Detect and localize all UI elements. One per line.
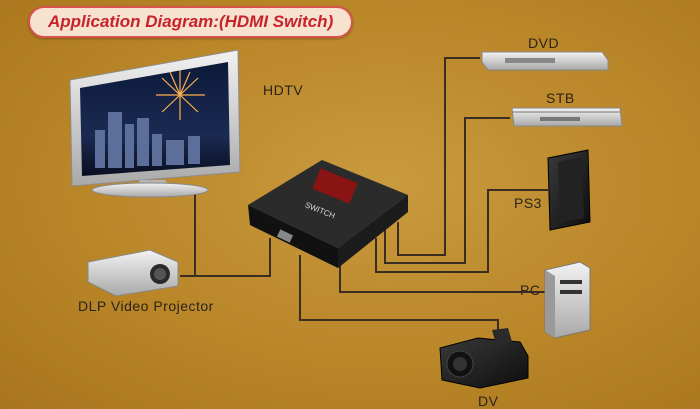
diagram-title: Application Diagram:(HDMI Switch) [48, 12, 334, 31]
label-pc: PC [520, 282, 541, 298]
label-projector: DLP Video Projector [78, 298, 214, 314]
hdmi-switch-device: SWITCH [248, 160, 408, 268]
title-badge: Application Diagram:(HDMI Switch) [28, 6, 354, 38]
stb-device [511, 107, 623, 127]
label-dvd: DVD [528, 35, 560, 51]
fireworks-icon [156, 70, 205, 120]
pc-device [544, 261, 591, 339]
label-hdtv: HDTV [263, 82, 304, 98]
dv-device [439, 328, 529, 389]
cable-ps3 [375, 189, 548, 273]
dvd-device [481, 51, 609, 71]
label-stb: STB [546, 90, 575, 106]
projector-device [87, 249, 179, 297]
city-skyline-icon [95, 112, 200, 168]
cable-projector [180, 238, 271, 277]
cable-dvd [397, 57, 480, 256]
label-dv: DV [478, 393, 499, 409]
cable-stb [384, 117, 510, 264]
label-ps3: PS3 [514, 195, 542, 211]
hdtv-device [69, 49, 241, 198]
ps3-device [547, 149, 591, 231]
cable-dv [299, 255, 499, 340]
cables [180, 57, 548, 340]
